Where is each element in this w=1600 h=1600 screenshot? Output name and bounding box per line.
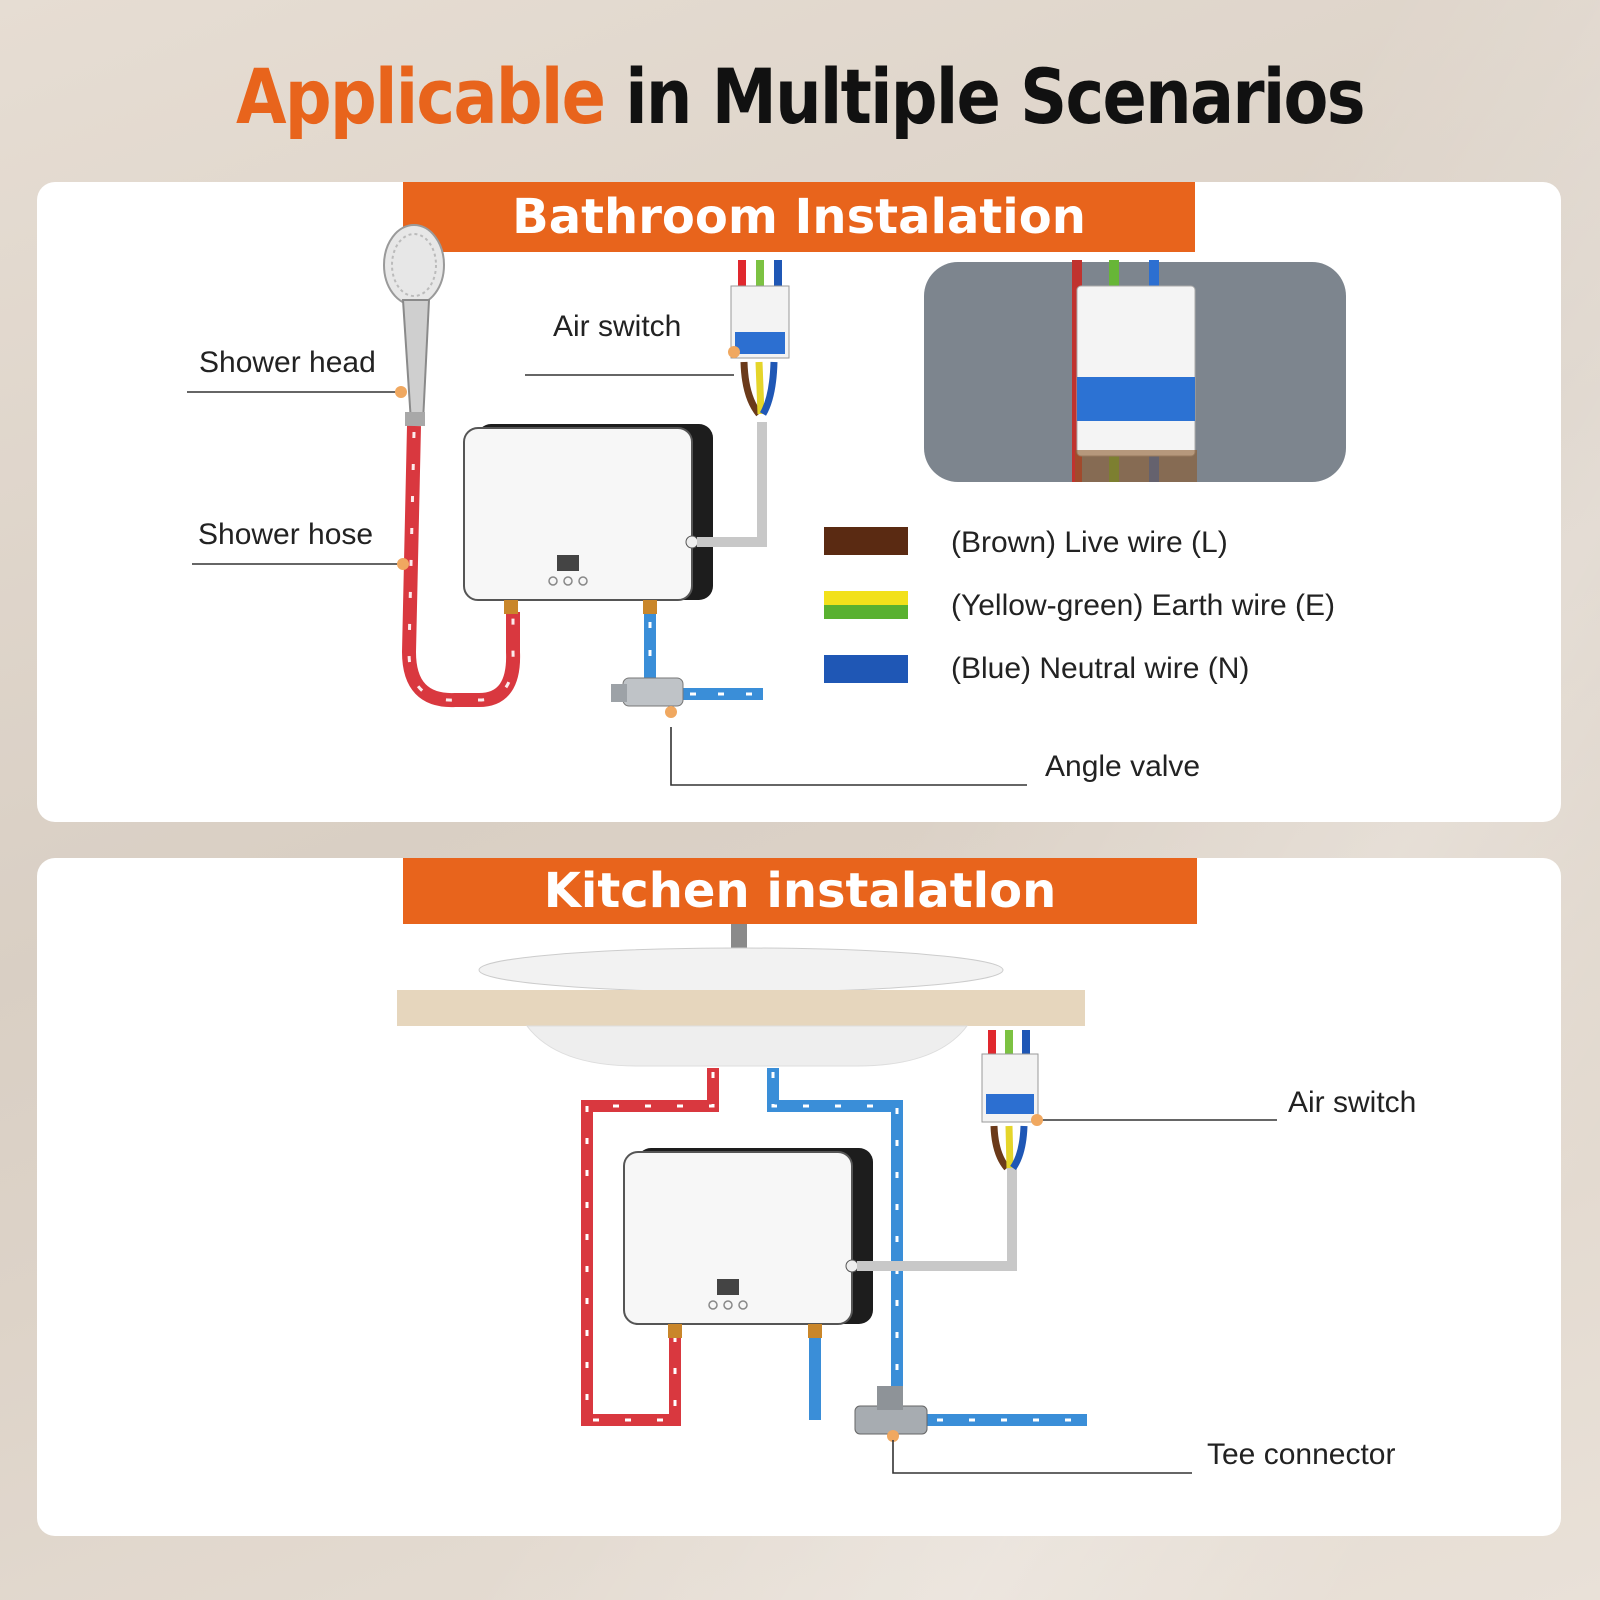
- legend-swatch-earth-top: [824, 591, 908, 605]
- breaker-photo: [924, 260, 1346, 482]
- kitchen-panel: Kitchen instalatlon: [37, 858, 1561, 1536]
- legend-live: (Brown) Live wire (L): [951, 526, 1228, 559]
- legend-earth: (Yellow-green) Earth wire (E): [951, 589, 1336, 622]
- kitchen-banner: Kitchen instalatlon: [403, 858, 1197, 924]
- label-air-switch: Air switch: [553, 310, 682, 343]
- sink-icon: [397, 947, 1085, 1067]
- tee-connector-icon: [854, 1386, 928, 1442]
- legend-neutral: (Blue) Neutral wire (N): [951, 652, 1250, 685]
- angle-valve-leader: [670, 727, 1027, 786]
- wire-legend: [824, 527, 908, 683]
- page-title: Applicable in Multiple Scenarios: [112, 52, 1488, 142]
- bathroom-banner: Bathroom Instalation: [403, 182, 1195, 252]
- label-shower-hose: Shower hose: [198, 518, 374, 551]
- legend-swatch-live: [824, 527, 908, 555]
- bathroom-panel: Bathroom Instalation: [37, 182, 1561, 822]
- legend-swatch-neutral: [824, 655, 908, 683]
- label-kitchen-air-switch: Air switch: [1288, 1086, 1417, 1119]
- water-heater-unit-kitchen: [623, 1148, 873, 1338]
- tee-connector-leader: [892, 1440, 1192, 1474]
- kitchen-air-switch-icon: [981, 1030, 1043, 1171]
- label-shower-head: Shower head: [199, 346, 376, 379]
- shower-head-icon: [383, 224, 445, 426]
- title-rest: in Multiple Scenarios: [625, 52, 1365, 141]
- angle-valve-icon: [611, 677, 684, 718]
- bathroom-diagram: [187, 224, 1346, 786]
- air-switch-icon: [728, 260, 790, 417]
- legend-swatch-earth-bottom: [824, 605, 908, 619]
- label-tee-connector: Tee connector: [1207, 1438, 1396, 1471]
- kitchen-diagram: [397, 924, 1277, 1474]
- water-heater-unit: [463, 424, 713, 614]
- title-accent: Applicable: [236, 52, 606, 141]
- label-angle-valve: Angle valve: [1045, 750, 1201, 783]
